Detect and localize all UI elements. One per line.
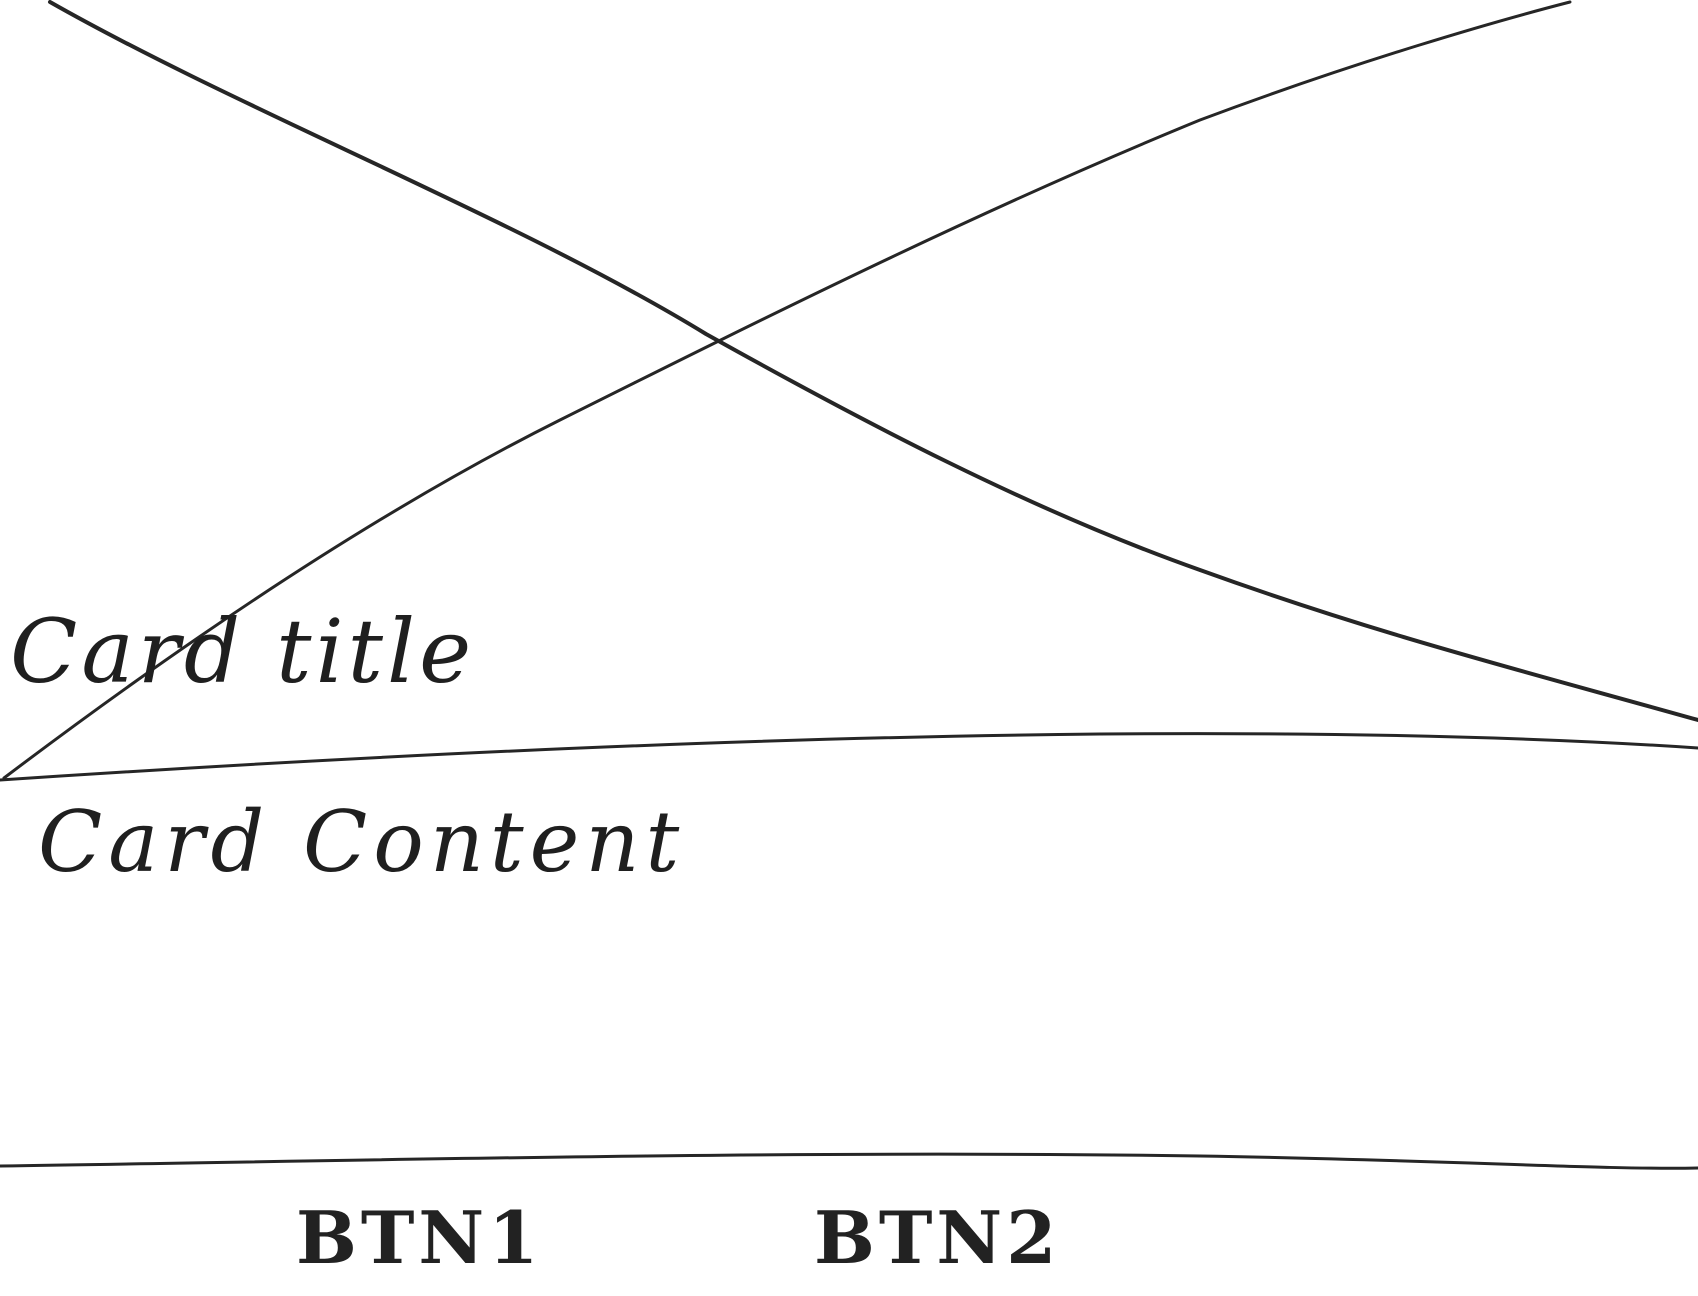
- btn2-button[interactable]: BTN2: [800, 1190, 1074, 1286]
- card-title: Card title: [10, 600, 476, 703]
- card-actions: BTN1 BTN2: [0, 1160, 1698, 1296]
- card-content: Card Content: [38, 793, 686, 891]
- btn1-button[interactable]: BTN1: [282, 1190, 556, 1286]
